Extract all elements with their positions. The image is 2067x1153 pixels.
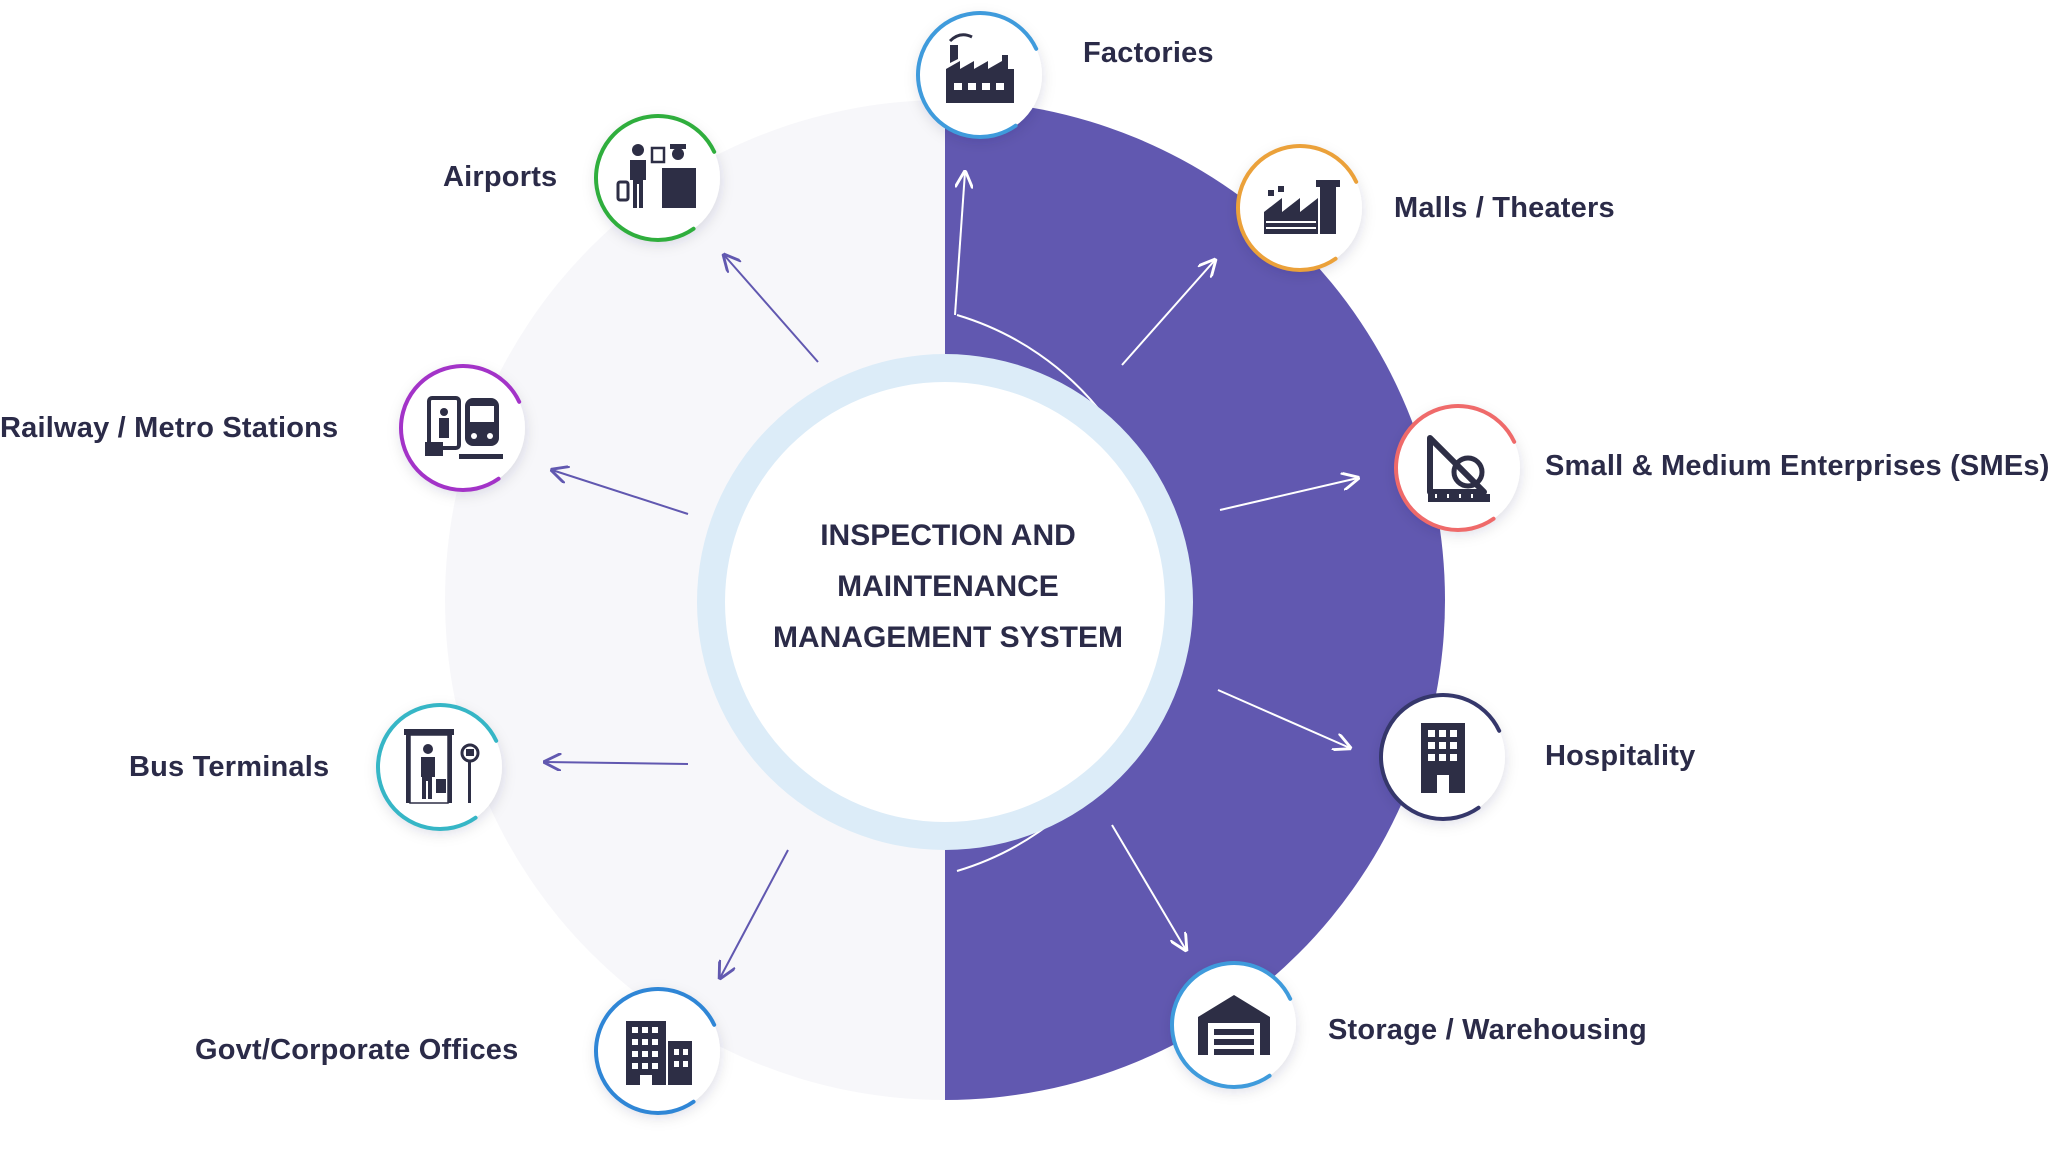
arrow-govt [720, 849, 789, 978]
arrow-hospitality [1217, 689, 1350, 748]
office-building-icon [626, 1021, 692, 1085]
node-bus [376, 703, 502, 831]
hotel-building-icon [1421, 723, 1465, 793]
label-airports: Airports [443, 161, 558, 193]
node-hospitality [1379, 693, 1505, 821]
node-ring-storage [1170, 961, 1293, 1089]
node-ring-factories [916, 11, 1039, 139]
node-govt [594, 987, 720, 1115]
hub-title-line-2: MAINTENANCE [837, 570, 1059, 603]
hub-title-line-3: MANAGEMENT SYSTEM [772, 621, 1123, 654]
hub-inner-circle [725, 382, 1165, 822]
light-half-circle [445, 100, 945, 1100]
node-circles [376, 11, 1520, 1115]
label-railway: Railway / Metro Stations [0, 412, 339, 444]
purple-half-circle [945, 100, 1445, 1100]
arrow-storage [1111, 824, 1186, 950]
bus-stop-icon [404, 729, 480, 804]
node-storage [1170, 961, 1296, 1089]
hub-title-line-1: INSPECTION AND [820, 519, 1076, 552]
node-factories [916, 11, 1042, 139]
node-ring-malls [1236, 144, 1359, 272]
train-icon [425, 396, 503, 459]
tools-icon [1427, 435, 1490, 502]
node-railway [399, 364, 525, 492]
arrow-smes [1219, 478, 1358, 511]
arrow-railway [552, 470, 689, 515]
node-ring-bus [376, 703, 499, 831]
node-ring-airports [594, 114, 717, 242]
node-ring-hospitality [1379, 693, 1502, 821]
label-hospitality: Hospitality [1545, 740, 1696, 772]
factory-icon [946, 33, 1014, 103]
node-ring-smes [1394, 404, 1517, 532]
arrow-factories [954, 172, 965, 316]
node-circle-storage [1172, 963, 1296, 1087]
arrow-malls [1121, 260, 1215, 366]
label-bus: Bus Terminals [129, 751, 330, 783]
node-circle-airports [596, 116, 720, 240]
label-malls: Malls / Theaters [1394, 192, 1615, 224]
node-ring-railway [399, 364, 522, 492]
label-storage: Storage / Warehousing [1328, 1014, 1647, 1046]
arrow-bus [545, 762, 689, 764]
label-factories: Factories [1083, 37, 1214, 69]
node-ring-govt [594, 987, 717, 1115]
mall-icon [1264, 180, 1340, 234]
airport-checkin-icon [616, 144, 696, 208]
node-malls [1236, 144, 1362, 272]
left-arrows [545, 255, 819, 978]
warehouse-icon [1198, 995, 1270, 1055]
arrow-airports [724, 255, 819, 363]
right-arrows [954, 172, 1358, 950]
node-airports [594, 114, 720, 242]
hub-title: INSPECTION AND MAINTENANCE MANAGEMENT SY… [738, 510, 1158, 663]
node-smes [1394, 404, 1520, 532]
label-govt: Govt/Corporate Offices [195, 1034, 519, 1066]
label-smes: Small & Medium Enterprises (SMEs) [1545, 450, 2050, 482]
